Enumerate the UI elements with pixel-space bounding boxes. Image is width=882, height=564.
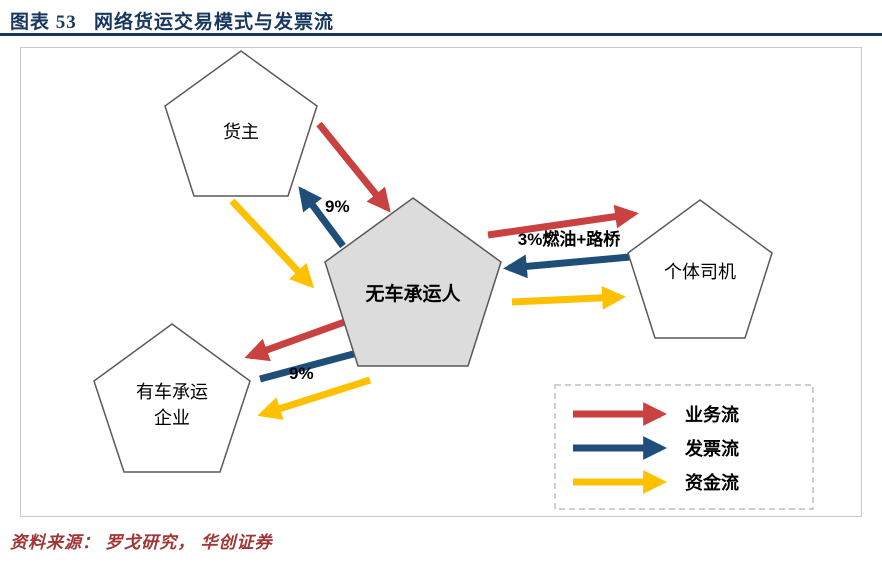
node-shipper-label: 货主 [223, 122, 259, 142]
flow-label-truck-company-invoice-rate: 9% [289, 364, 314, 383]
arrow-business-carrier-to-driver [487, 204, 639, 239]
arrow-fund-carrier-to-driver [511, 285, 626, 310]
flow-label-shipper-invoice-rate: 9% [325, 197, 350, 216]
arrow-business-shipper-to-carrier [316, 121, 391, 213]
arrow-fund-carrier-to-truck-company [257, 376, 372, 420]
arrow-invoice-driver-to-carrier [503, 253, 631, 279]
arrow-invoice-carrier-to-shipper [298, 186, 346, 249]
node-carrier-label: 无车承运人 [365, 282, 461, 305]
arrow-fund-shipper-to-carrier [229, 198, 315, 289]
diagram-panel: 货主 无车承运人 个体司机 有车承运 企业 9% 3%燃油+路桥 9% 业务流 … [20, 47, 862, 517]
node-shipper [164, 50, 318, 197]
title-underline [0, 33, 882, 36]
legend-label-business: 业务流 [685, 404, 739, 425]
source-note: 资料来源： 罗戈研究， 华创证券 [10, 533, 273, 552]
node-driver-label: 个体司机 [664, 262, 736, 282]
flow-diagram: 货主 无车承运人 个体司机 有车承运 企业 9% 3%燃油+路桥 9% 业务流 … [93, 50, 814, 510]
node-truck-company-label-line2: 企业 [154, 408, 190, 428]
flow-label-driver-invoice-note: 3%燃油+路桥 [518, 229, 621, 249]
node-carrier [324, 197, 502, 367]
node-driver [627, 199, 773, 339]
arrow-invoice-truck-company-to-carrier [259, 342, 378, 383]
figure-title: 图表 53 网络货运交易模式与发票流 [10, 12, 335, 33]
node-truck-company [93, 323, 251, 473]
legend-label-invoice: 发票流 [684, 438, 739, 459]
node-truck-company-label-line1: 有车承运 [136, 382, 208, 402]
legend-label-fund: 资金流 [685, 472, 739, 493]
